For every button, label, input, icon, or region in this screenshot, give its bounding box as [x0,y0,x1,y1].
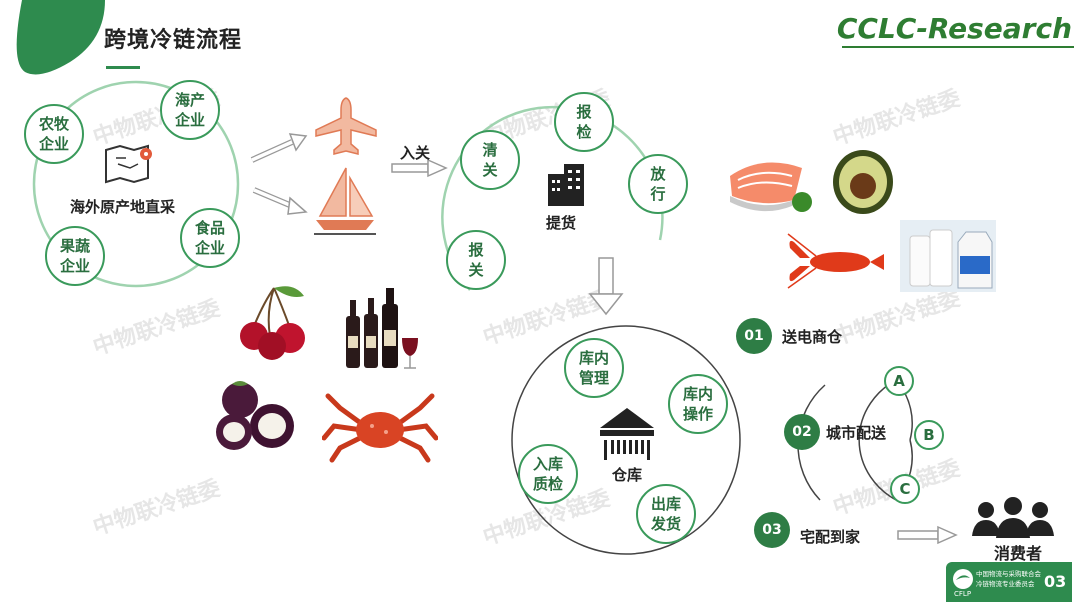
title-underline [106,66,140,69]
delivery-option-label: 送电商仓 [782,328,843,346]
page-title: 跨境冷链流程 [104,28,243,53]
node-warehouse-management: 库内管理 [564,338,624,398]
brand-title: CCLC-Research [836,12,1072,45]
delivery-point-c: C [890,474,920,504]
sailboat-icon [314,167,376,235]
page-number: 03 [1044,572,1067,591]
wine-image [346,288,418,369]
consumer-group-icon [972,497,1054,538]
cflp-logo: 中国物流与采购联合会 冷链物流专业委员会 CFLP 03 [946,562,1072,602]
org-abbr: CFLP [954,590,972,598]
node-inspection: 报检 [554,92,614,152]
node-inbound-inspection: 入库质检 [518,444,578,504]
delivery-option-label: 宅配到家 [800,528,861,546]
node-warehouse-operation: 库内操作 [668,374,728,434]
node-outbound-shipping: 出库发货 [636,484,696,544]
node-seafood-enterprise: 海产企业 [160,80,220,140]
node-farming-enterprise: 农牧企业 [24,104,84,164]
node-customs-clearance: 清关 [460,130,520,190]
warehouse-icon [600,408,654,460]
corner-decoration [16,0,105,75]
delivery-option-number: 03 [754,512,790,548]
plane-icon [315,97,377,155]
delivery-option-number: 01 [736,318,772,354]
node-declaration: 报关 [446,230,506,290]
arrow-to-plane [250,133,308,163]
brand-underline [842,46,1074,48]
avocado-image [833,150,893,214]
node-release: 放行 [628,154,688,214]
sourcing-center-label: 海外原产地直采 [70,198,176,216]
arrow-to-ship [252,187,308,215]
warehouse-center-label: 仓库 [612,466,643,484]
cherries-image [240,286,305,360]
customs-entry-label: 入关 [400,144,431,162]
salmon-image [730,162,812,212]
delivery-option-number: 02 [784,414,820,450]
org-name-line2: 冷链物流专业委员会 [976,580,1035,588]
delivery-point-a: A [884,366,914,396]
cflp-emblem-icon [953,569,973,589]
node-food-enterprise: 食品企业 [180,208,240,268]
customs-center-label: 提货 [546,214,577,232]
org-name-line1: 中国物流与采购联合会 [976,570,1041,578]
lobster-image [787,233,884,289]
delivery-point-b: B [914,420,944,450]
milk-image [900,220,996,292]
delivery-option-label: 城市配送 [826,424,887,442]
node-produce-enterprise: 果蔬企业 [45,226,105,286]
mangosteen-image [216,381,294,450]
map-icon [105,144,152,184]
building-icon [548,164,584,206]
consumer-label: 消费者 [994,544,1043,563]
king-crab-image [322,393,438,463]
